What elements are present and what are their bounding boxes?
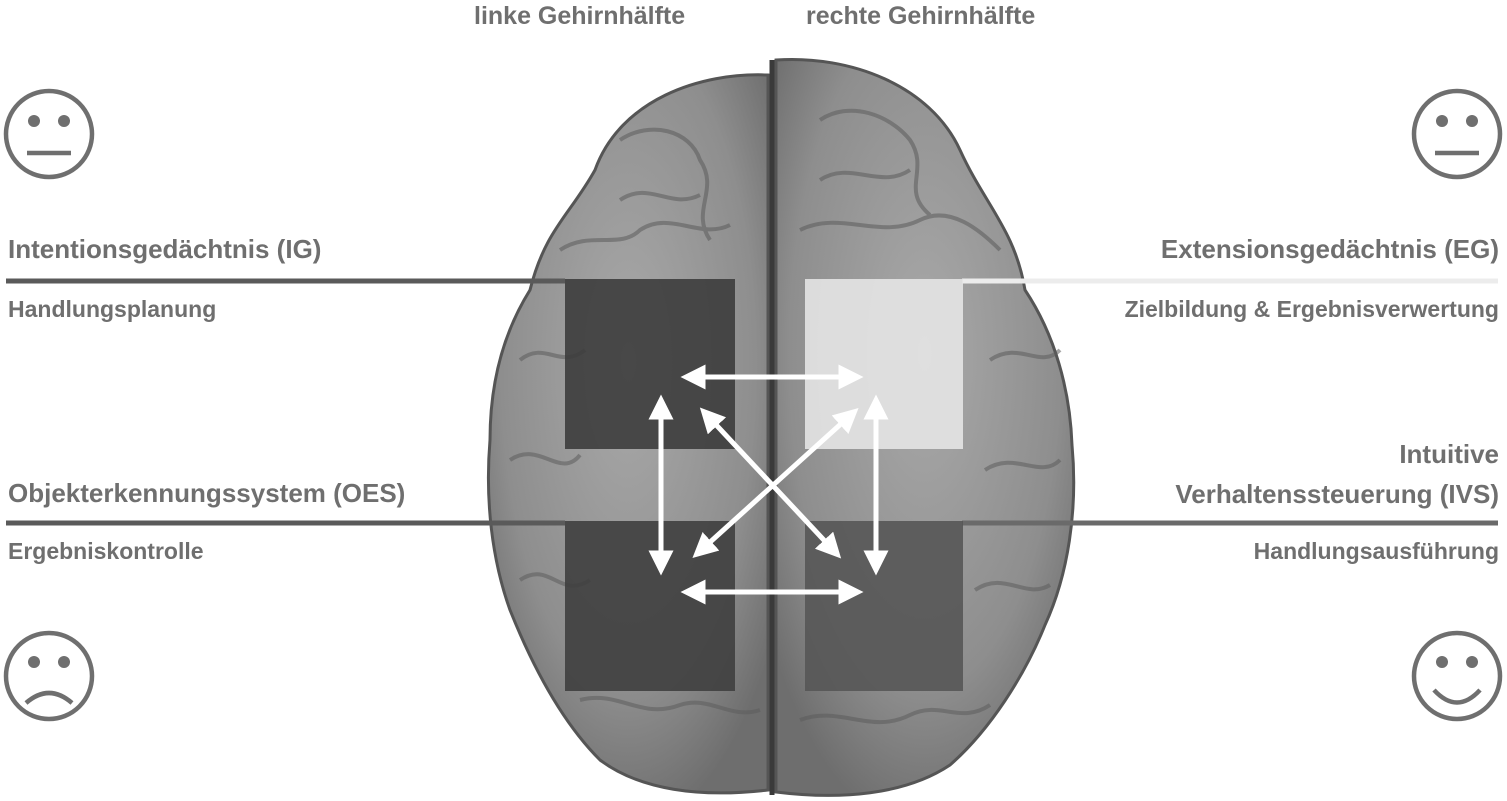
ivs-title-line1: Intuitive <box>1399 439 1499 469</box>
ivs-title-line2: Verhaltenssteuerung (IVS) <box>1175 479 1499 509</box>
sad-face-icon <box>3 630 95 722</box>
happy-face-icon <box>1411 630 1503 722</box>
oes-box <box>565 521 735 691</box>
eg-box <box>805 279 963 449</box>
oes-title: Objekterkennungssystem (OES) <box>8 478 406 508</box>
oes-subtitle: Ergebniskontrolle <box>8 538 204 564</box>
eg-title: Extensionsgedächtnis (EG) <box>1160 234 1499 264</box>
ig-title: Intentionsgedächtnis (IG) <box>8 234 322 264</box>
interaction-arrows <box>648 364 889 605</box>
ig-box <box>565 279 735 449</box>
eg-subtitle: Zielbildung & Ergebnisverwertung <box>1124 296 1499 322</box>
ivs-subtitle: Handlungsausführung <box>1253 538 1499 564</box>
neutral-face-icon <box>1411 88 1503 180</box>
ig-subtitle: Handlungsplanung <box>8 296 217 322</box>
arrow-eg-oes <box>692 407 859 559</box>
neutral-face-icon <box>3 88 95 180</box>
right-hemisphere-label: rechte Gehirnhälfte <box>806 2 1036 30</box>
left-hemisphere-label: linke Gehirnhälfte <box>474 2 686 30</box>
